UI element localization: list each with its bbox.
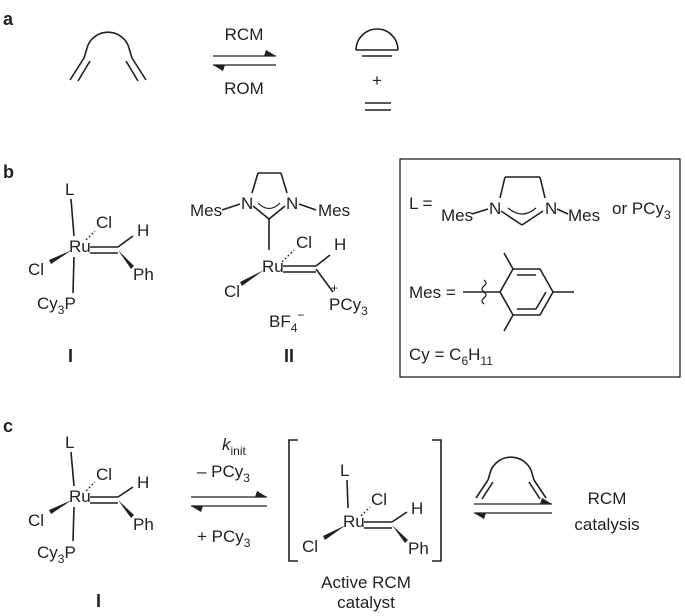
svg-text:Mes: Mes (441, 206, 473, 225)
svg-text:L: L (65, 180, 74, 199)
svg-text:Cy = C6H11: Cy = C6H11 (409, 345, 493, 368)
catalyst-I-structure: L Cl Ru H Ph Cl Cy3P (28, 180, 154, 317)
svg-text:BF4−: BF4− (269, 308, 304, 335)
catalyst-I-caption-c: I (96, 591, 101, 611)
svg-text:Cy3P: Cy3P (37, 543, 76, 566)
catalyst-I-caption: I (68, 346, 73, 366)
plus-sign: + (372, 71, 382, 90)
svg-text:+: + (331, 281, 338, 295)
panel-c: c L Cl Ru H Ph Cl Cy3P I kinit – PCy3 (3, 416, 640, 612)
svg-text:N: N (286, 194, 298, 213)
active-catalyst-structure: L Cl Ru H Ph Cl (288, 439, 442, 562)
rom-label: ROM (224, 79, 264, 98)
rcm-rom-equilibrium-arrows (213, 50, 276, 71)
catalyst-II-caption: II (284, 346, 294, 366)
svg-text:or PCy3: or PCy3 (612, 199, 671, 222)
svg-text:Cl: Cl (96, 213, 112, 232)
active-catalyst-caption-line1: Active RCM (321, 573, 411, 592)
svg-text:Cl: Cl (28, 260, 44, 279)
k-init-label: kinit (222, 435, 247, 458)
svg-text:H: H (334, 235, 346, 254)
panel-b-label: b (3, 162, 14, 182)
catalyst-II-structure: Mes N N Mes Cl Ru H Cl + PCy3 BF4− (190, 172, 368, 335)
svg-text:Cl: Cl (28, 511, 44, 530)
minus-pcy3-label: – PCy3 (197, 462, 250, 485)
svg-text:Cl: Cl (96, 465, 112, 484)
svg-text:Cl: Cl (371, 490, 387, 509)
svg-text:Ru: Ru (69, 487, 91, 506)
svg-text:Ru: Ru (69, 237, 91, 256)
panel-a-label: a (3, 9, 14, 29)
panel-b: b L Cl Ru H Ph Cl Cy3P I Mes N N Mes (3, 158, 681, 378)
rcm-catalysis-line2: catalysis (574, 515, 639, 534)
svg-text:PCy3: PCy3 (329, 295, 368, 318)
svg-text:Mes =: Mes = (409, 283, 456, 302)
svg-text:L =: L = (409, 194, 433, 213)
svg-text:H: H (137, 473, 149, 492)
rcm-catalysis-line1: RCM (588, 489, 627, 508)
svg-text:Ru: Ru (343, 512, 365, 531)
svg-text:Ph: Ph (133, 265, 154, 284)
rcm-catalysis-equilibrium-arrows (474, 498, 552, 519)
ethylene-structure (365, 102, 391, 111)
cyclic-alkene-structure (355, 28, 399, 57)
svg-text:H: H (137, 221, 149, 240)
svg-text:N: N (489, 199, 501, 218)
svg-text:Mes: Mes (190, 201, 222, 220)
catalyst-I-structure-c: L Cl Ru H Ph Cl Cy3P (28, 433, 154, 566)
plus-pcy3-label: + PCy3 (197, 527, 251, 550)
panel-a: a RCM ROM + (3, 9, 399, 111)
mesityl-structure (463, 252, 574, 332)
svg-text:Ph: Ph (408, 539, 429, 558)
svg-text:Cl: Cl (302, 537, 318, 556)
svg-text:H: H (411, 499, 423, 518)
svg-text:Mes: Mes (568, 206, 600, 225)
diene-structure (69, 31, 147, 82)
svg-text:Cl: Cl (224, 282, 240, 301)
svg-text:Cl: Cl (296, 233, 312, 252)
svg-text:Ph: Ph (133, 515, 154, 534)
diene-structure-c (475, 456, 547, 500)
initiation-equilibrium-arrows (191, 491, 267, 512)
svg-text:Cy3P: Cy3P (37, 294, 76, 317)
svg-text:N: N (545, 199, 557, 218)
active-catalyst-caption-line2: catalyst (337, 593, 395, 612)
ligand-legend-box: L = Mes N N Mes or PCy3 Mes = (399, 158, 681, 378)
rcm-label: RCM (225, 25, 264, 44)
svg-text:Mes: Mes (318, 201, 350, 220)
panel-c-label: c (3, 416, 13, 436)
svg-text:N: N (241, 194, 253, 213)
svg-text:L: L (340, 461, 349, 480)
svg-text:Ru: Ru (262, 257, 284, 276)
svg-text:L: L (65, 433, 74, 452)
